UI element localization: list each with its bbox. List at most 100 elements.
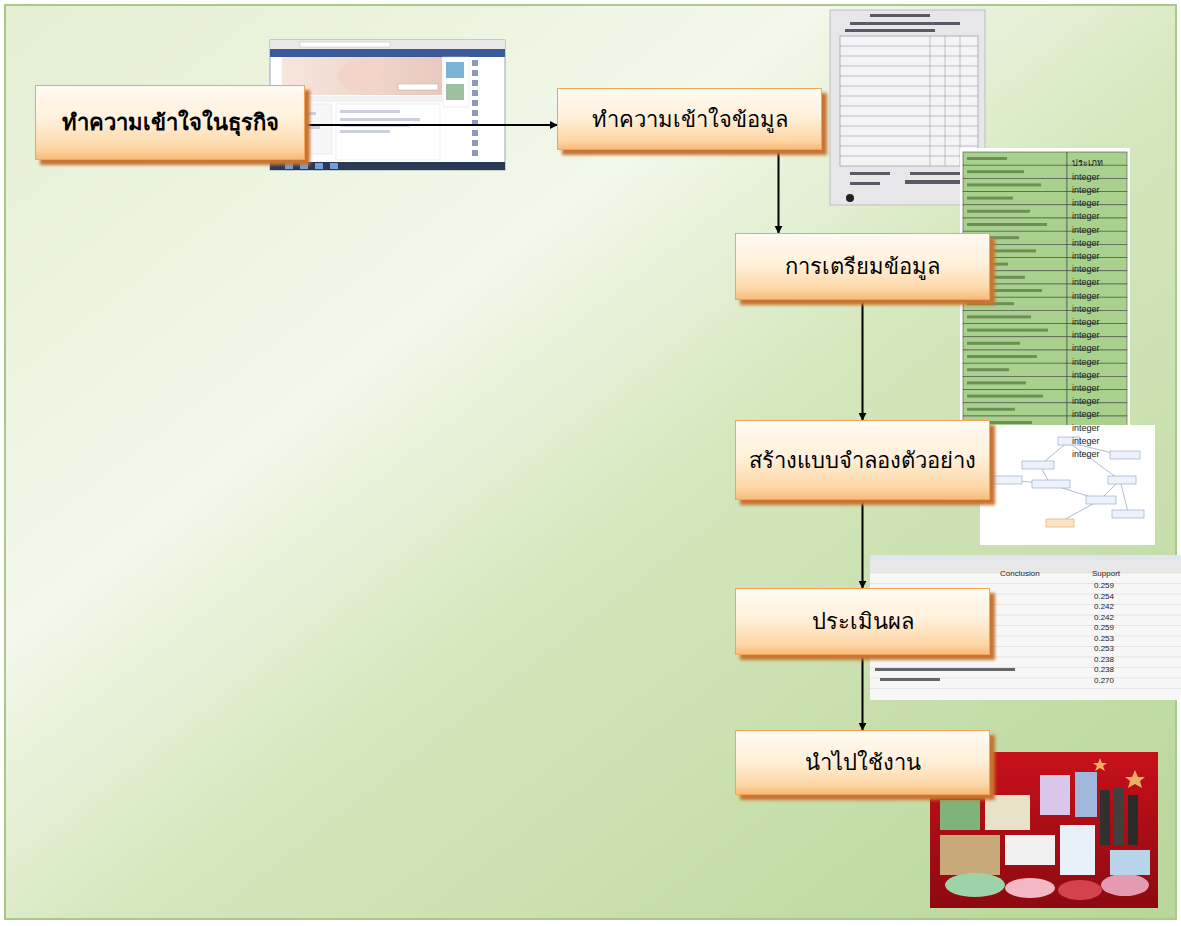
table-cell-label: integer (1072, 324, 1100, 342)
table-cell-label: integer (1072, 179, 1100, 197)
cell-text: integer (1072, 185, 1100, 195)
table-cell-label: 0.259 (1094, 574, 1114, 592)
table-cell (963, 205, 1067, 218)
table-cell-label: 0.242 (1094, 595, 1114, 613)
table-cell (963, 178, 1067, 191)
table-cell-label: integer (1072, 311, 1100, 329)
flow-arrow (305, 124, 557, 126)
web-screenshot (270, 40, 505, 170)
table-cell-label: integer (1072, 351, 1100, 369)
cell-text: integer (1072, 317, 1100, 327)
table-rule (870, 667, 1181, 668)
cell-text: integer (1072, 211, 1100, 221)
cell-text: integer (1072, 251, 1100, 261)
cell-text: integer (1072, 291, 1100, 301)
illegible-writing (967, 170, 1024, 173)
table-cell-label: integer (1072, 245, 1100, 263)
cell-text: 0.259 (1094, 581, 1114, 590)
step-label: ทำความเข้าใจในธุรกิจ (62, 105, 279, 140)
table-cell-label: integer (1072, 417, 1100, 435)
step-label: ประเมินผล (812, 604, 914, 639)
table-cell (963, 363, 1067, 376)
process-box: การเตรียมข้อมูล (735, 233, 990, 300)
illegible-writing (967, 210, 1030, 213)
table-cell (963, 165, 1067, 178)
process-box: นำไปใช้งาน (735, 730, 990, 795)
illegible-writing (967, 329, 1048, 332)
table-cell-label: integer (1072, 192, 1100, 210)
table-cell-label: 0.242 (1094, 606, 1114, 624)
cell-text: integer (1072, 238, 1100, 248)
illegible-writing (967, 342, 1020, 345)
table-cell-label: 0.253 (1094, 637, 1114, 655)
table-cell-label: integer (1072, 337, 1100, 355)
table-cell (963, 350, 1067, 363)
cell-text: 0.253 (1094, 634, 1114, 643)
step-label: สร้างแบบจำลองตัวอย่าง (749, 443, 976, 478)
table-rule (870, 583, 1181, 584)
table-cell-label: integer (1072, 219, 1100, 237)
cell-text: 0.238 (1094, 655, 1114, 664)
table-cell-label: integer (1072, 285, 1100, 303)
table-cell-label: integer (1072, 430, 1100, 448)
process-box: ทำความเข้าใจในธุรกิจ (35, 85, 305, 160)
table-cell-label: integer (1072, 403, 1100, 421)
flow-arrow (862, 300, 864, 420)
table-cell (963, 376, 1067, 389)
table-cell (963, 390, 1067, 403)
cell-text: 0.254 (1094, 592, 1114, 601)
cell-text: integer (1072, 225, 1100, 235)
cell-text: integer (1072, 383, 1100, 393)
table-cell-label: 0.253 (1094, 627, 1114, 645)
illegible-writing (967, 223, 1047, 226)
table-cell-label: integer (1072, 258, 1100, 276)
flow-arrow (862, 655, 864, 730)
illegible-writing (967, 197, 1013, 200)
cell-text: integer (1072, 409, 1100, 419)
cell-text: 0.242 (1094, 602, 1114, 611)
step-label: การเตรียมข้อมูล (785, 249, 940, 284)
table-cell (963, 192, 1067, 205)
cell-text: integer (1072, 277, 1100, 287)
table-cell-label: 0.259 (1094, 616, 1114, 634)
cell-text: integer (1072, 304, 1100, 314)
cell-text: Conclusion (1000, 569, 1040, 578)
cell-text: integer (1072, 264, 1100, 274)
cell-text: 0.242 (1094, 613, 1114, 622)
step-label: ทำความเข้าใจข้อมูล (592, 102, 788, 137)
cell-text: integer (1072, 198, 1100, 208)
illegible-writing (967, 355, 1037, 358)
table-cell-label: 0.238 (1094, 658, 1114, 676)
table-cell (963, 218, 1067, 231)
table-cell-label: 0.254 (1094, 585, 1114, 603)
table-cell-label: 0.238 (1094, 648, 1114, 666)
illegible-writing (967, 302, 1014, 305)
cell-text: integer (1072, 330, 1100, 340)
table-cell (963, 152, 1067, 165)
cell-text: Support (1092, 569, 1120, 578)
process-box: สร้างแบบจำลองตัวอย่าง (735, 420, 990, 500)
table-cell (963, 403, 1067, 416)
cell-text: integer (1072, 357, 1100, 367)
cell-text: 0.259 (1094, 623, 1114, 632)
cell-text: integer (1072, 396, 1100, 406)
table-rule (870, 657, 1181, 658)
table-cell-label: integer (1072, 271, 1100, 289)
illegible-writing (967, 368, 1009, 371)
model-graph (980, 425, 1155, 545)
table-cell-label: integer (1072, 364, 1100, 382)
cell-text: 0.253 (1094, 644, 1114, 653)
cell-text: integer (1072, 436, 1100, 446)
table-cell-label: integer (1072, 232, 1100, 250)
illegible-writing (967, 395, 1043, 398)
table-cell-label: integer (1072, 298, 1100, 316)
table-cell-label: Support (1092, 562, 1120, 580)
cell-text: ประเภท (1072, 158, 1103, 168)
process-box: ประเมินผล (735, 588, 990, 655)
cell-text: 0.238 (1094, 665, 1114, 674)
table-cell-label: ประเภท (1072, 152, 1103, 170)
cell-text: integer (1072, 449, 1100, 459)
table-cell-label: integer (1072, 166, 1100, 184)
